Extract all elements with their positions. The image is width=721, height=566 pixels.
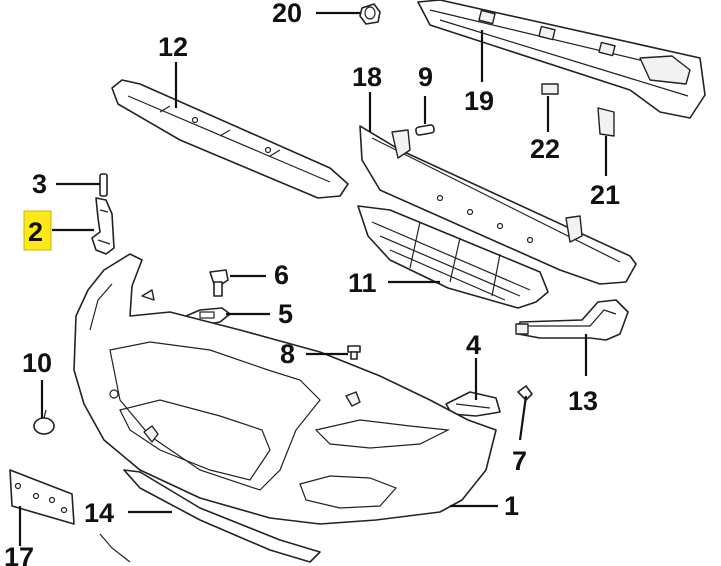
part-3-pin[interactable] <box>99 173 108 197</box>
label-9[interactable]: 9 <box>418 62 433 92</box>
part-8-bolt[interactable] <box>347 345 361 360</box>
part-6-screw[interactable] <box>209 269 229 297</box>
label-6[interactable]: 6 <box>274 260 289 290</box>
label-3[interactable]: 3 <box>32 169 47 199</box>
part-12-upper-absorber[interactable] <box>111 79 349 199</box>
highlight-box <box>23 210 52 251</box>
label-11[interactable]: 11 <box>348 268 377 298</box>
part-7-clip[interactable] <box>517 385 533 401</box>
label-17[interactable]: 17 <box>4 542 34 566</box>
label-8[interactable]: 8 <box>280 339 295 369</box>
part-17-plate-bracket[interactable] <box>9 469 75 525</box>
part-21-plate[interactable] <box>597 107 615 137</box>
part-14-lower-molding[interactable] <box>123 469 321 563</box>
part-2-side-bracket[interactable] <box>91 197 115 255</box>
part-10-fastener[interactable] <box>33 409 55 435</box>
part-18-upper-molding[interactable] <box>359 125 637 285</box>
label-20[interactable]: 20 <box>272 0 302 28</box>
label-18[interactable]: 18 <box>352 62 382 92</box>
part-13-lamp-bezel[interactable] <box>515 299 629 341</box>
part-labels: 20 12 18 9 19 22 21 3 2 6 11 5 4 8 10 13… <box>4 0 620 566</box>
label-5[interactable]: 5 <box>278 299 293 329</box>
part-9-clip[interactable] <box>415 124 435 136</box>
leader-lines <box>18 11 608 546</box>
part-1-bumper-cover[interactable] <box>73 253 497 525</box>
part-11-grille[interactable] <box>357 205 549 309</box>
lower-strip-tail <box>99 533 131 563</box>
label-4[interactable]: 4 <box>466 330 481 360</box>
label-21[interactable]: 21 <box>590 180 620 210</box>
label-13[interactable]: 13 <box>568 386 598 416</box>
label-19[interactable]: 19 <box>464 86 494 116</box>
label-10[interactable]: 10 <box>22 348 52 378</box>
part-22-tag[interactable] <box>541 83 559 95</box>
label-22[interactable]: 22 <box>530 134 560 164</box>
part-19-bumper-beam[interactable] <box>417 0 706 119</box>
label-7[interactable]: 7 <box>512 446 527 476</box>
label-12[interactable]: 12 <box>158 32 188 62</box>
label-14[interactable]: 14 <box>84 498 114 528</box>
label-2[interactable]: 2 <box>28 217 43 247</box>
label-1[interactable]: 1 <box>504 491 519 521</box>
part-20-bolt[interactable] <box>359 3 381 25</box>
